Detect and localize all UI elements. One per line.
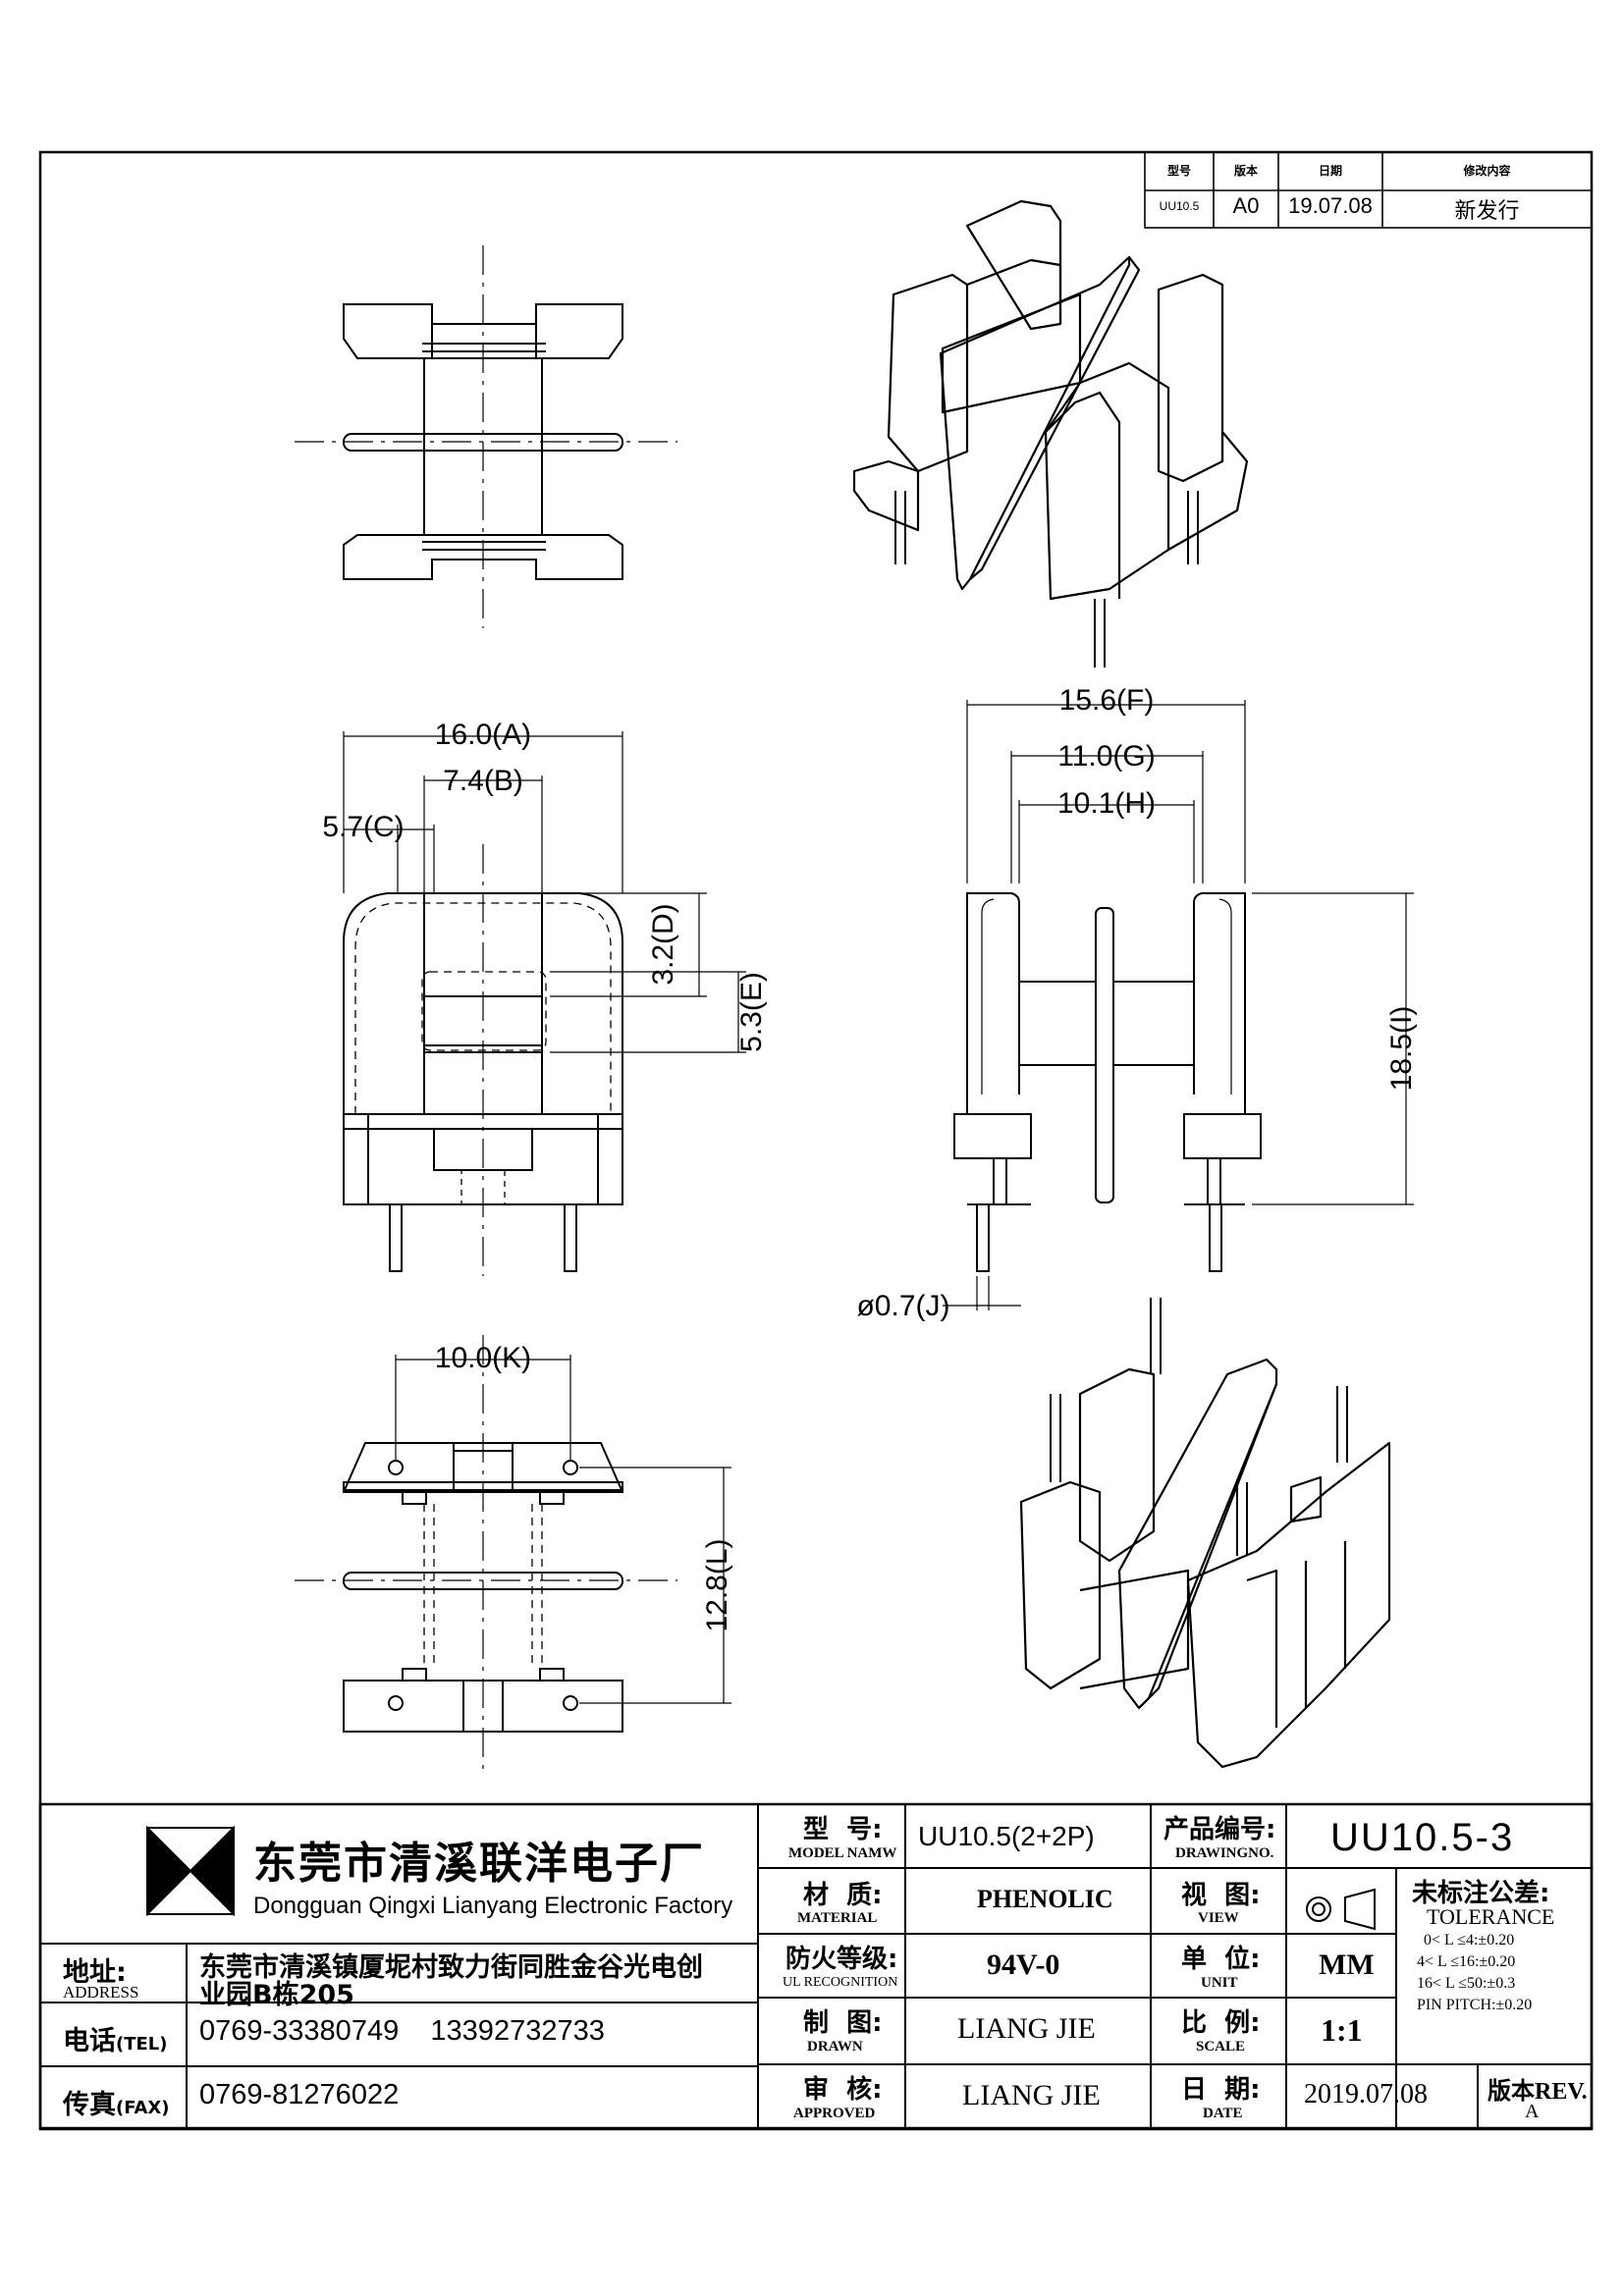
address-label-en: ADDRESS — [63, 1983, 139, 2002]
company-name-en: Dongguan Qingxi Lianyang Electronic Fact… — [253, 1893, 733, 1919]
dim-l-label: 12.8(L) — [701, 1538, 733, 1631]
drawing-no-label-en: DRAWINGNO. — [1175, 1845, 1274, 1861]
rev-col-version: 版本 — [1233, 164, 1258, 178]
address-line-2: 业园B栋205 — [199, 1980, 354, 2010]
rev-date-value: 19.07.08 — [1288, 193, 1373, 218]
dim-a-label: 16.0(A) — [435, 719, 531, 751]
unit-label-en: UNIT — [1201, 1975, 1238, 1991]
dimension-labels: 16.0(A) 7.4(B) 5.7(C) 3.2(D) 5.3(E) 15.6… — [322, 684, 1418, 1632]
rev-content-value: 新发行 — [1454, 199, 1520, 224]
rev-col-date: 日期 — [1318, 164, 1342, 178]
tolerance-line-3: 16< L ≤50:±0.3 — [1417, 1975, 1516, 1992]
material-value: PHENOLIC — [977, 1885, 1113, 1913]
view-label-en: VIEW — [1198, 1910, 1239, 1926]
front-view — [343, 731, 746, 1276]
dim-e-label: 5.3(E) — [735, 972, 768, 1052]
model-label-en: MODEL NAMW — [788, 1845, 897, 1861]
model-value: UU10.5(2+2P) — [918, 1821, 1095, 1851]
tel-label-cn: 电话 — [63, 2026, 116, 2056]
dim-d-label: 3.2(D) — [647, 903, 679, 985]
ul-label: 防火等级: — [785, 1945, 898, 1974]
date-label-en: DATE — [1203, 2106, 1243, 2121]
drawing-no-label: 产品编号: — [1163, 1815, 1276, 1844]
dim-k-label: 10.0(K) — [435, 1342, 531, 1374]
date-label: 日 期: — [1181, 2075, 1261, 2105]
isometric-view-bottom — [1019, 1298, 1391, 1769]
fax-value: 0769-81276022 — [199, 2079, 400, 2110]
fax-label: 传真(FAX) — [63, 2083, 170, 2121]
view-label: 视 图: — [1181, 1881, 1261, 1910]
address-line-1: 东莞市清溪镇厦坭村致力街同胜金谷光电创 — [199, 1952, 703, 1983]
tolerance-line-2: 4< L ≤16:±0.20 — [1417, 1953, 1516, 1970]
dim-f-label: 15.6(F) — [1059, 684, 1155, 717]
drawing-no-value: UU10.5-3 — [1330, 1816, 1515, 1859]
address-label: 地址: — [63, 1957, 127, 1988]
unit-label: 单 位: — [1181, 1945, 1261, 1974]
top-view — [295, 245, 677, 628]
drawn-label: 制 图: — [803, 2008, 883, 2038]
scale-label-en: SCALE — [1196, 2039, 1246, 2055]
drawn-value: LIANG JIE — [957, 2012, 1096, 2045]
tolerance-line-1: 0< L ≤4:±0.20 — [1424, 1932, 1515, 1949]
tolerance-title-cn: 未标注公差: — [1412, 1879, 1550, 1908]
fax-label-cn: 传真 — [63, 2090, 116, 2120]
rev-col-content: 修改内容 — [1463, 164, 1511, 178]
revision-table — [1144, 151, 1593, 229]
ul-value: 94V-0 — [987, 1949, 1060, 1981]
tel-value: 0769-33380749 13392732733 — [199, 2015, 605, 2047]
tolerance-title-en: TOLERANCE — [1427, 1904, 1555, 1929]
company-logo — [146, 1825, 235, 1917]
dim-j-label: ø0.7(J) — [856, 1290, 949, 1322]
dim-g-label: 11.0(G) — [1057, 740, 1155, 773]
rev-value: A — [1525, 2101, 1540, 2122]
isometric-view-top — [852, 199, 1249, 667]
dim-i-label: 18.5(I) — [1385, 1006, 1418, 1092]
company-name-cn: 东莞市清溪联洋电子厂 — [253, 1839, 705, 1889]
dim-h-label: 10.1(H) — [1057, 787, 1156, 820]
unit-value: MM — [1319, 1949, 1375, 1981]
approved-value: LIANG JIE — [962, 2079, 1101, 2111]
rev-label: 版本REV. — [1488, 2079, 1588, 2105]
scale-label: 比 例: — [1181, 2008, 1261, 2038]
approved-label: 审 核: — [803, 2075, 883, 2105]
dim-b-label: 7.4(B) — [443, 765, 523, 797]
rev-version-value: A0 — [1232, 193, 1260, 218]
tolerance-line-4: PIN PITCH:±0.20 — [1417, 1997, 1533, 2013]
fax-label-en: (FAX) — [116, 2098, 170, 2118]
tel-label: 电话(TEL) — [63, 2019, 168, 2057]
ul-label-en: UL RECOGNITION — [783, 1975, 898, 1990]
material-label: 材 质: — [803, 1881, 883, 1910]
tel-label-en: (TEL) — [116, 2034, 168, 2055]
model-label: 型 号: — [803, 1815, 883, 1844]
approved-label-en: APPROVED — [793, 2106, 876, 2121]
date-value: 2019.07.08 — [1304, 2079, 1428, 2109]
scale-value: 1:1 — [1321, 2012, 1363, 2048]
projection-view-icon — [1306, 1888, 1376, 1931]
title-block-grid — [38, 1802, 1594, 2130]
rev-col-model: 型号 — [1166, 164, 1191, 178]
side-view — [943, 700, 1414, 1310]
dim-c-label: 5.7(C) — [322, 811, 404, 843]
rev-model-value: UU10.5 — [1159, 199, 1200, 213]
material-label-en: MATERIAL — [797, 1910, 878, 1926]
bottom-view — [295, 1335, 731, 1777]
drawn-label-en: DRAWN — [807, 2039, 863, 2055]
